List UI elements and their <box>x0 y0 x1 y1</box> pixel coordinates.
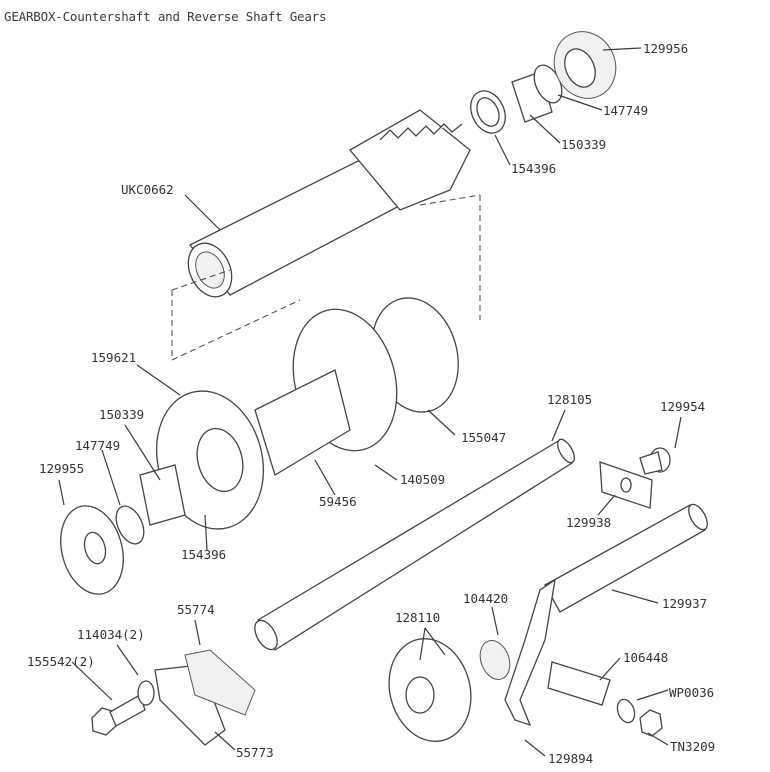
reverse-shaft-128105 <box>254 438 575 651</box>
callout-128105: 128105 <box>547 392 593 407</box>
gear-cluster <box>60 297 459 595</box>
lever-129894 <box>504 578 556 727</box>
callout-129894: 129894 <box>548 751 594 766</box>
callout-140509: 140509 <box>400 472 446 487</box>
callout-129955: 129955 <box>39 461 85 476</box>
bush-104420 <box>479 640 511 680</box>
callout-104420: 104420 <box>463 591 509 606</box>
assembly-dashed-outline <box>171 194 481 361</box>
callout-TN3209: TN3209 <box>670 739 716 754</box>
callout-129938: 129938 <box>566 515 612 530</box>
callout-129954: 129954 <box>660 399 706 414</box>
callout-155542: 155542(2) <box>27 654 95 669</box>
callout-UKC0662: UKC0662 <box>121 182 174 197</box>
callout-147749-top: 147749 <box>603 103 649 118</box>
stud-106448 <box>547 661 611 706</box>
callout-129956: 129956 <box>643 41 689 56</box>
washer-114034 <box>137 680 155 706</box>
callout-59456: 59456 <box>319 494 357 509</box>
callout-154396-left: 154396 <box>181 547 227 562</box>
diagram-title: GEARBOX-Countershaft and Reverse Shaft G… <box>4 9 327 24</box>
callout-159621: 159621 <box>91 350 137 365</box>
shaft-129937 <box>544 504 706 613</box>
callout-55774: 55774 <box>177 602 215 617</box>
callout-55773: 55773 <box>236 745 274 760</box>
needle-bearing-150339-left <box>139 464 186 526</box>
callout-150339-top: 150339 <box>561 137 607 152</box>
leader-lines <box>58 47 682 757</box>
callout-114034: 114034(2) <box>77 627 145 642</box>
callout-150339-left: 150339 <box>99 407 145 422</box>
callout-128110: 128110 <box>395 610 441 625</box>
washer-WP0036 <box>616 698 636 724</box>
circlip-147749-left <box>115 505 145 545</box>
callout-155047: 155047 <box>461 430 507 445</box>
callout-147749-left: 147749 <box>75 438 121 453</box>
callout-154396-top: 154396 <box>511 161 557 176</box>
nut-TN3209 <box>639 709 663 737</box>
callout-106448: 106448 <box>623 650 669 665</box>
plate-55774 <box>184 649 256 716</box>
callout-WP0036: WP0036 <box>669 685 715 700</box>
callout-129937: 129937 <box>662 596 708 611</box>
countershaft-part <box>187 109 471 298</box>
sleeve-59456 <box>254 369 351 476</box>
